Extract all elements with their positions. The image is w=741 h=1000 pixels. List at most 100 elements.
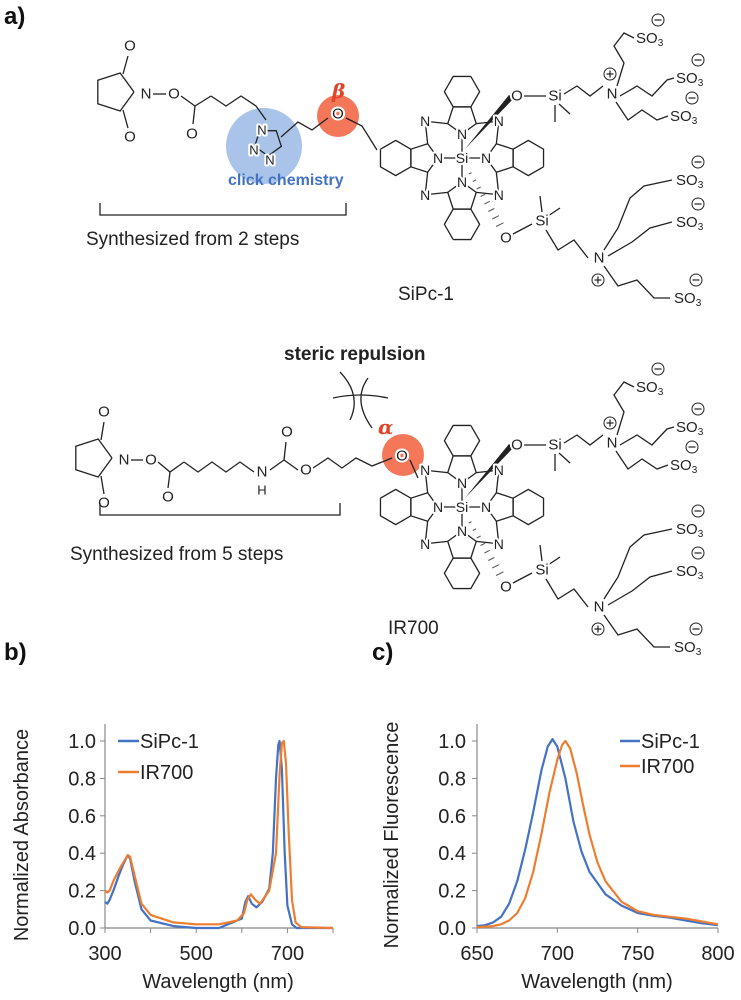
- hashed-bond: [468, 521, 472, 524]
- meso-bond: [476, 540, 499, 545]
- hashed-bond: [472, 179, 477, 182]
- bond: [345, 117, 378, 151]
- atom-label: Si: [535, 562, 548, 579]
- y-tick-label: 0.2: [68, 881, 96, 903]
- atom-label: N: [257, 123, 266, 138]
- silicon-label: Si: [456, 499, 468, 515]
- meso-nitrogen-label: N: [420, 462, 430, 478]
- bond: [613, 381, 635, 436]
- bond: [607, 570, 673, 606]
- bond: [280, 117, 329, 138]
- negative-charge-icon: [685, 440, 699, 454]
- panel-label-c: c): [372, 639, 393, 666]
- hashed-bond: [491, 215, 500, 220]
- sulfonate-label: SO3: [674, 290, 702, 309]
- atom-label: N: [257, 464, 268, 481]
- atom-label: Si: [548, 437, 561, 454]
- bond: [615, 101, 669, 121]
- atom-label: N: [249, 143, 258, 158]
- chemical-structures: [75, 32, 675, 648]
- bond: [615, 450, 669, 470]
- bond: [180, 95, 212, 107]
- negative-charge-icon: [689, 622, 703, 636]
- y-axis-label: Normalized Fluorescence: [381, 722, 403, 949]
- bond: [312, 457, 393, 469]
- hashed-bond: [484, 549, 491, 554]
- succinimide-ring: [75, 438, 113, 478]
- benzene-ring: [379, 488, 412, 526]
- meso-bond: [476, 191, 499, 196]
- bond: [283, 459, 299, 471]
- meso-bond: [495, 521, 500, 544]
- x-tick-label: 700: [541, 943, 574, 965]
- series-line-ir700: [476, 739, 719, 929]
- bond: [539, 195, 543, 213]
- bond: [545, 578, 589, 608]
- beta-position-label: β: [331, 79, 345, 103]
- hashed-bond: [488, 557, 495, 561]
- hashed-bond: [480, 193, 486, 197]
- y-tick-label: 0.8: [438, 768, 466, 790]
- benzene-ring: [512, 488, 545, 526]
- atom-label: O: [500, 579, 512, 596]
- compound-name-sipc1: SiPc-1: [398, 284, 454, 305]
- nitrogen-label: N: [457, 126, 467, 142]
- sulfonate-label: SO3: [676, 70, 704, 89]
- y-tick-label: 1.0: [68, 731, 96, 753]
- sulfonate-label: SO3: [676, 214, 704, 233]
- triazole-ring: [254, 130, 283, 157]
- y-tick-label: 0.6: [438, 806, 466, 828]
- nitrogen-label: N: [457, 523, 467, 539]
- bond: [409, 459, 419, 479]
- negative-charge-icon: [691, 155, 705, 169]
- atom-label: N: [607, 435, 618, 452]
- hashed-bond: [476, 186, 481, 190]
- series-line-ir700: [104, 739, 334, 930]
- meso-nitrogen-label: N: [420, 113, 430, 129]
- hashed-bond: [484, 200, 491, 205]
- legend-label-sipc1: SiPc-1: [140, 731, 199, 753]
- bond: [100, 475, 105, 495]
- bond: [603, 265, 670, 299]
- steric-repulsion-label: steric repulsion: [284, 344, 426, 365]
- silicon-label: Si: [456, 150, 468, 166]
- atom-label: N: [594, 250, 605, 267]
- legend-label-sipc1: SiPc-1: [641, 731, 700, 753]
- nitrogen-label: N: [433, 499, 443, 515]
- bond: [122, 109, 129, 129]
- meso-bond: [425, 469, 448, 474]
- negative-charge-icon: [691, 53, 705, 67]
- y-tick-label: 0.6: [68, 806, 96, 828]
- x-axis-label: Wavelength (nm): [521, 971, 673, 993]
- benzene-ring: [443, 75, 481, 108]
- benzene-ring: [443, 557, 481, 590]
- hashed-bond: [476, 535, 481, 539]
- bond: [210, 95, 267, 121]
- sulfonate-label: SO3: [670, 108, 698, 127]
- benzene-ring: [512, 139, 545, 177]
- bond: [157, 461, 185, 473]
- atom-label: N: [607, 86, 618, 103]
- y-tick-label: 0.0: [68, 918, 96, 940]
- negative-charge-icon: [689, 273, 703, 287]
- x-tick-label: 750: [621, 943, 654, 965]
- meso-nitrogen-label: N: [494, 187, 504, 203]
- positive-charge-icon: [603, 67, 617, 81]
- hashed-bond: [495, 222, 504, 227]
- bond: [619, 426, 675, 446]
- bond: [100, 421, 105, 441]
- meso-bond: [424, 172, 429, 195]
- negative-charge-icon: [691, 402, 705, 416]
- sulfonate-label: SO3: [636, 30, 664, 49]
- bond: [122, 55, 129, 75]
- bond: [607, 221, 673, 257]
- atom-label: O: [186, 126, 198, 143]
- atom-label: O: [124, 38, 136, 55]
- sulfonate-label: SO3: [676, 172, 704, 191]
- legend-label-ir700: IR700: [641, 756, 694, 778]
- negative-charge-icon: [691, 197, 705, 211]
- sulfonate-label: SO3: [676, 521, 704, 540]
- bond: [613, 32, 635, 87]
- y-tick-label: 0.2: [438, 881, 466, 903]
